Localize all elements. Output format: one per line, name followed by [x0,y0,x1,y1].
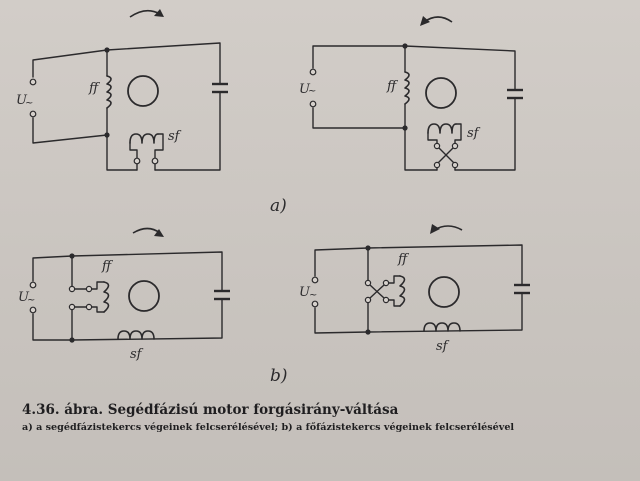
supply-label: U [18,290,30,305]
main-winding-label: ff [397,252,410,267]
panel-a-label: a) [270,196,287,216]
caption-text: a) a segédfázistekercs végeinek felcseré… [22,422,515,433]
circuit-diagram: U ~ ff sf U ~ [16,9,530,386]
main-winding-coil [106,75,112,109]
supply-label: U [299,82,311,97]
caption-title: 4.36. ábra. Segédfázisú motor forgásirán… [22,402,399,418]
circuit-a-left: U ~ ff sf [16,9,228,171]
aux-winding-coil [129,133,159,144]
circuit-b-left: U ~ ff sf [18,227,230,362]
aux-winding-label: sf [130,347,144,362]
circuit-b-right: U ~ ff sf [299,224,530,354]
panel-b-label: b) [270,366,288,386]
supply-symbol: ~ [25,98,33,109]
aux-winding-label: sf [467,126,481,141]
aux-winding-label: sf [168,129,182,144]
circuit-a-right: U ~ ff sf [299,16,523,171]
arrowhead [154,9,164,17]
aux-winding-label: sf [436,339,450,354]
figure-caption: 4.36. ábra. Segédfázisú motor forgásirán… [22,402,632,433]
supply-symbol: ~ [309,290,317,301]
supply-symbol: ~ [308,86,316,97]
rotor-symbol [127,75,159,107]
supply-symbol: ~ [27,295,35,306]
supply-label: U [16,93,28,108]
main-winding-label: ff [386,79,399,94]
main-winding-label: ff [101,259,114,274]
supply-label: U [299,285,311,300]
crossed-connection [436,145,456,165]
main-winding-label: ff [88,81,101,96]
